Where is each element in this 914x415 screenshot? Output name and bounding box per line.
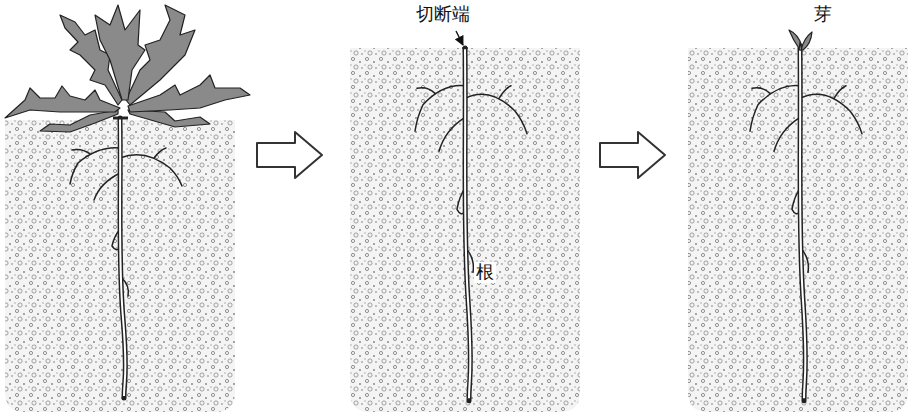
soil-panel (350, 48, 580, 412)
part-label: 芽 (812, 4, 834, 25)
part-label: 根 (474, 262, 496, 283)
root-system (70, 118, 182, 398)
soil-panel (688, 48, 908, 412)
cut-end (462, 47, 468, 49)
dandelion-leaves (5, 5, 250, 132)
part-label: 切断端 (414, 4, 472, 25)
root-system (750, 48, 862, 401)
plant-base (113, 117, 128, 120)
step-arrow (600, 132, 665, 178)
leader-arrow (456, 31, 463, 45)
new-sprout (789, 30, 812, 50)
step-arrow (257, 132, 322, 178)
root-system (415, 48, 527, 401)
